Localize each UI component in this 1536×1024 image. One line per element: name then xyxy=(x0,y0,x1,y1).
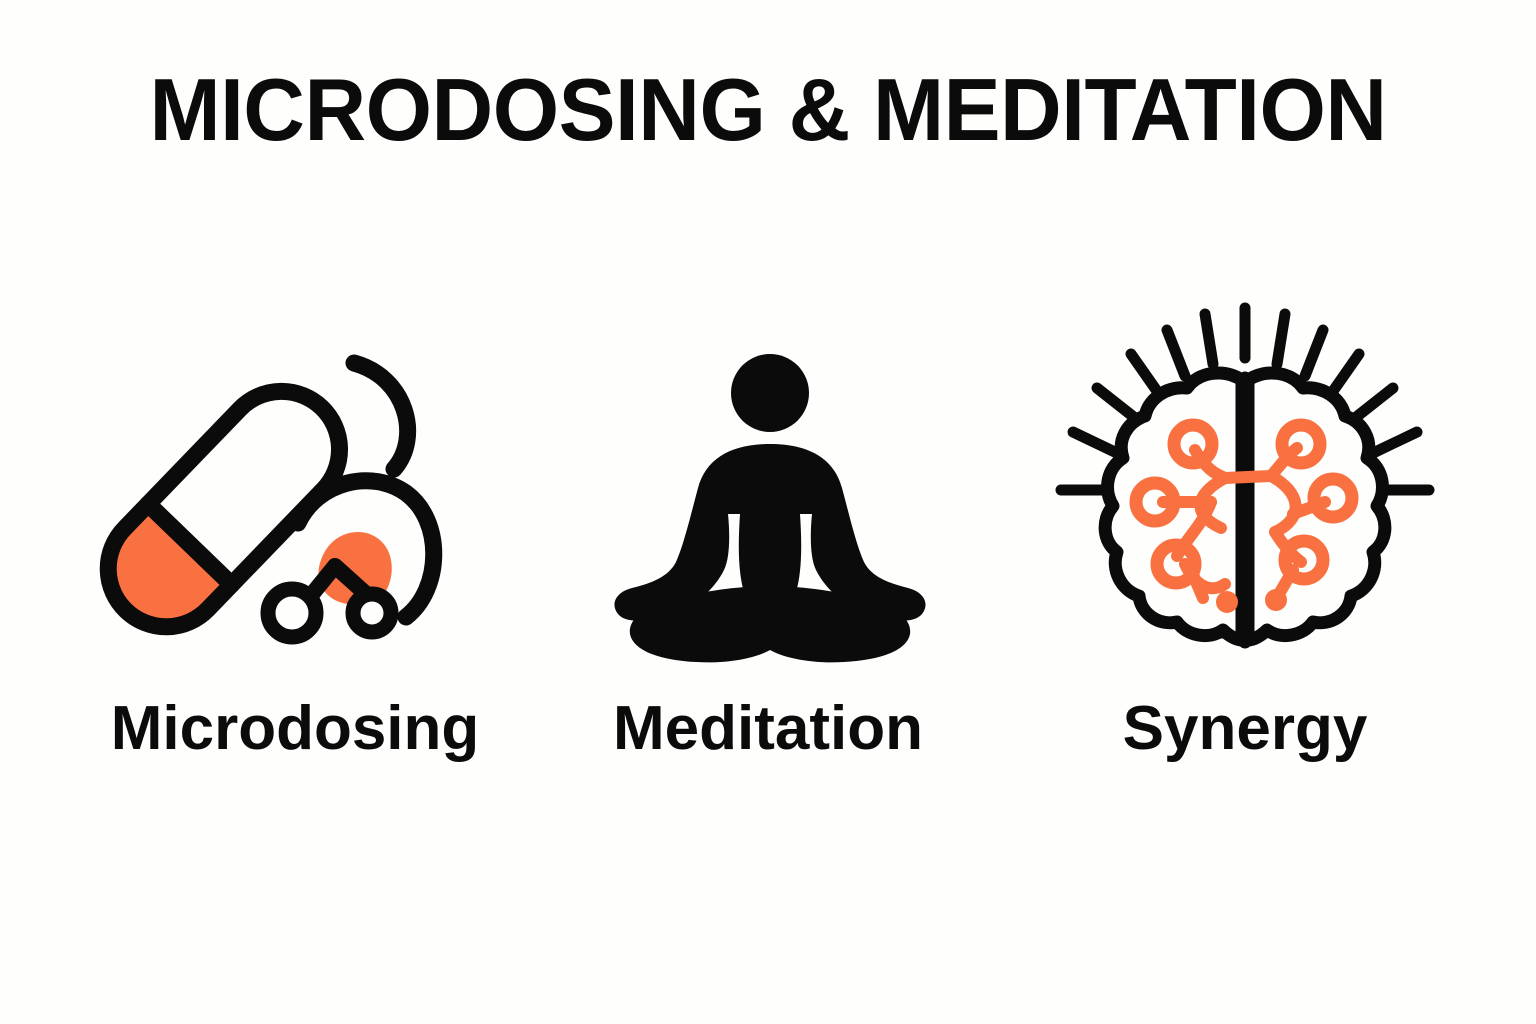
lotus-meditation-figure-art xyxy=(614,354,926,663)
card-microdosing[interactable]: Microdosing xyxy=(90,290,520,760)
brain-neural-network-art xyxy=(1055,302,1435,649)
capsule-pill-icon xyxy=(82,320,512,692)
capsule-pill-icon-art xyxy=(99,354,443,645)
brain-neural-network-icon xyxy=(1030,296,1460,668)
icon-card-row: Microdosing Meditation xyxy=(90,290,1450,760)
card-label-microdosing: Microdosing xyxy=(110,694,480,763)
page-title: MICRODOSING & MEDITATION xyxy=(149,60,1387,159)
card-label-synergy: Synergy xyxy=(1122,694,1368,763)
card-label-meditation: Meditation xyxy=(613,694,923,763)
card-synergy[interactable]: Synergy xyxy=(1020,290,1450,760)
neural-nodes xyxy=(1129,418,1359,613)
radiating-rays xyxy=(1055,302,1435,496)
card-meditation[interactable]: Meditation xyxy=(555,290,985,760)
lotus-meditation-figure-icon xyxy=(555,322,985,694)
